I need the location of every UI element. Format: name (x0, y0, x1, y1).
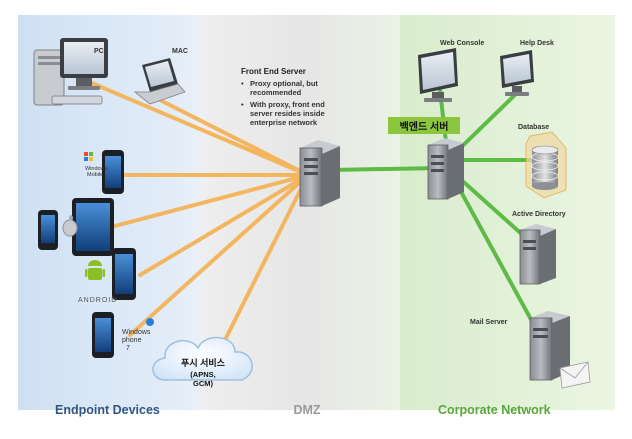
windows-phone-connection (128, 173, 310, 337)
windows-phone-icon (92, 312, 114, 358)
backend-server-icon (427, 138, 464, 200)
backend-mailserver-link (446, 166, 547, 347)
android-connection (138, 173, 310, 277)
endpoint-devices-title: Endpoint Devices (55, 403, 160, 417)
mac-connection (148, 93, 310, 177)
bullet-1-dot: • (241, 79, 244, 88)
windows-phone-label-line3: 7 (126, 345, 130, 352)
bullet-2-dot: • (241, 100, 244, 109)
front-end-title: Front End Server (241, 67, 306, 76)
push-cloud-connection (223, 173, 310, 342)
dmz-zone (205, 15, 405, 410)
front-end-bullet1-line2: recommended (250, 88, 302, 97)
ipad-tablet-icon (72, 198, 114, 256)
frontend-backend-link (328, 166, 442, 172)
active-directory-server-icon (519, 224, 556, 285)
tablet-connection (98, 173, 310, 232)
corporate-network-title: Corporate Network (438, 403, 551, 417)
windows-mobile-phone-icon (102, 150, 124, 194)
pc-icon (33, 38, 108, 106)
backend-label-box (388, 117, 460, 134)
windows-phone-label-line2: phone (122, 337, 142, 344)
web-console-label: Web Console (440, 40, 484, 47)
database-icon (525, 131, 567, 199)
front-end-bullet1-line1: Proxy optional, but (250, 79, 318, 88)
database-label: Database (518, 124, 549, 131)
web-console-monitor-icon (418, 48, 458, 102)
mac-laptop-icon (133, 58, 186, 105)
apple-logo-icon (62, 215, 78, 237)
help-desk-label: Help Desk (520, 40, 554, 47)
iphone-icon (38, 210, 58, 250)
backend-label: 백엔드 서버 (400, 120, 449, 133)
envelope-icon (559, 361, 591, 389)
front-end-server-icon (299, 140, 340, 207)
android-label: ANDROID (78, 297, 117, 304)
windows-phone-logo-icon (146, 318, 154, 326)
mac-label: MAC (172, 48, 188, 55)
active-directory-label: Active Directory (512, 211, 566, 218)
windows-phone-label-line1: Windows (122, 329, 151, 336)
windows-mobile-label-line2: Mobile (87, 172, 103, 178)
dmz-title: DMZ (293, 403, 320, 417)
endpoint-connections (78, 76, 310, 342)
push-service-label-line1: 푸시 서비스 (181, 357, 226, 368)
mail-server-icon (529, 311, 570, 381)
push-service-cloud-icon (152, 336, 253, 381)
help-desk-monitor-icon (500, 50, 534, 96)
front-end-bullet2-line2: server resides inside (250, 109, 325, 118)
pc-label: PC (94, 48, 104, 55)
front-end-bullet2-line3: enterprise network (250, 118, 318, 127)
android-phone-icon (112, 248, 136, 300)
windows-logo-icon (84, 152, 93, 161)
android-robot-icon (85, 260, 105, 280)
pc-connection (78, 76, 310, 177)
windows-mobile-label-line1: Windows (85, 166, 108, 172)
mail-server-label: Mail Server (470, 319, 508, 326)
push-service-label-line2: (APNS, (190, 370, 215, 379)
push-service-label-line3: GCM) (193, 379, 213, 388)
front-end-bullet2-line1: With proxy, front end (250, 100, 325, 109)
